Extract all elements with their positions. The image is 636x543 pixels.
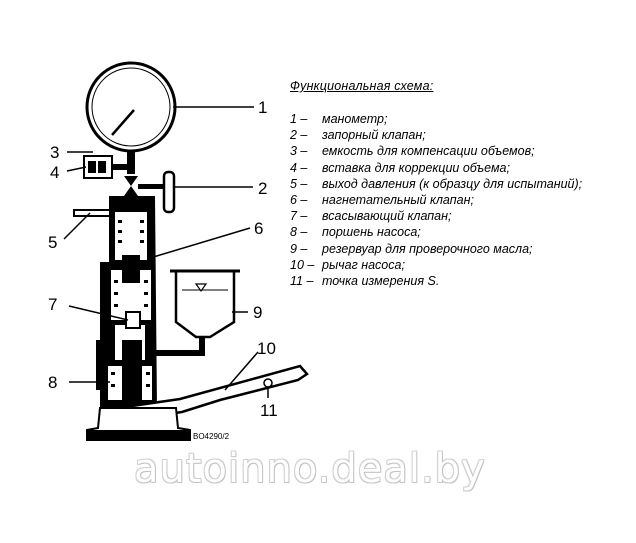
callout-10: 10 <box>257 339 276 358</box>
legend-item: 3 – емкость для компенсации объемов; <box>290 143 582 159</box>
legend-item-number: 4 – <box>290 160 308 175</box>
legend-item-number: 11 – <box>290 273 314 288</box>
legend-item-text: точка измерения S. <box>322 273 440 288</box>
callout-2: 2 <box>258 179 267 198</box>
pump-body <box>96 196 157 410</box>
watermark: autoinno.deal.by <box>134 446 486 492</box>
shutoff-valve <box>124 170 176 214</box>
legend-title: Функциональная схема: <box>290 79 434 93</box>
legend-item-number: 9 – <box>290 241 308 256</box>
legend: Функциональная схема: 1 – манометр; 2 – за… <box>290 79 582 289</box>
legend-item: 2 – запорный клапан; <box>290 127 582 143</box>
callout-1: 1 <box>258 98 267 117</box>
legend-item-text: поршень насоса; <box>322 225 421 240</box>
oil-reservoir <box>170 269 240 339</box>
legend-item: 7 – всасывающий клапан; <box>290 208 582 224</box>
callout-5: 5 <box>48 233 57 252</box>
pump-base <box>86 407 191 441</box>
callout-11: 11 <box>260 401 278 420</box>
legend-item-text: вставка для коррекции объема; <box>322 160 510 175</box>
legend-item-text: емкость для компенсации объемов; <box>322 144 535 159</box>
legend-item-number: 10 – <box>290 257 315 272</box>
legend-item-number: 2 – <box>290 128 308 143</box>
legend-item-number: 7 – <box>290 209 308 224</box>
legend-item-number: 8 – <box>290 225 308 240</box>
compensation-chamber <box>83 155 132 179</box>
callout-9: 9 <box>253 303 262 322</box>
leader-lines <box>63 106 269 398</box>
legend-item-text: рычаг насоса; <box>322 257 405 272</box>
legend-item: 1 – манометр; <box>290 111 582 127</box>
legend-item-text: манометр; <box>322 112 388 126</box>
callout-3: 3 <box>50 143 59 162</box>
legend-item: 8 – поршень насоса; <box>290 224 582 240</box>
legend-item: 4 – вставка для коррекции объема; <box>290 160 582 176</box>
legend-item: 10 – рычаг насоса; <box>290 257 582 273</box>
legend-item-number: 1 – <box>290 112 308 126</box>
legend-item-text: выход давления (к образцу для испытаний)… <box>322 176 583 191</box>
legend-item: 11 – точка измерения S. <box>290 273 582 289</box>
legend-item-number: 5 – <box>290 176 308 191</box>
legend-item-text: запорный клапан; <box>322 128 426 143</box>
callout-6: 6 <box>254 219 263 238</box>
legend-item: 5 – выход давления (к образцу для испытан… <box>290 176 582 192</box>
legend-item-number: 6 – <box>290 192 308 207</box>
legend-item-text: резервуар для проверочного масла; <box>322 241 533 256</box>
callout-4: 4 <box>50 163 59 182</box>
legend-item: 9 – резервуар для проверочного масла; <box>290 241 582 257</box>
drawing-code: BO4290/2 <box>193 432 230 441</box>
callout-8: 8 <box>48 373 57 392</box>
legend-item-number: 3 – <box>290 144 308 159</box>
legend-item: 6 – нагнетательный клапан; <box>290 192 582 208</box>
legend-item-text: всасывающий клапан; <box>322 209 452 224</box>
callout-7: 7 <box>48 295 57 314</box>
legend-item-text: нагнетательный клапан; <box>322 192 474 207</box>
